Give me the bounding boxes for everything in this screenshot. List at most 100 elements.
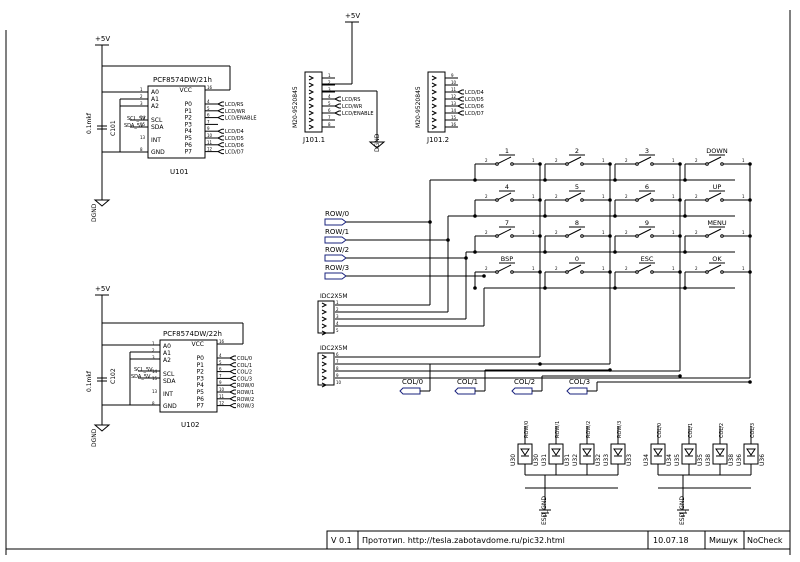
- key-switch-contact: [496, 192, 512, 201]
- u102-pinnum: 1: [152, 341, 155, 346]
- u101-pinnum: 12: [207, 147, 213, 152]
- j101-1-vcc-label: +5V: [345, 12, 360, 20]
- esd-net-label: COL/1: [688, 423, 694, 438]
- key-label: 9: [645, 219, 649, 227]
- esd-ref: U38: [728, 454, 735, 466]
- j1-pins-net-label: LCD/RS: [342, 97, 360, 103]
- esd-ref: U34: [643, 454, 650, 466]
- j2-pins-pinnum: 16: [451, 122, 457, 127]
- row-port: [324, 254, 347, 262]
- key-pin-num: 1: [742, 194, 745, 199]
- key-switch-contact: [496, 264, 512, 273]
- key-label: 0: [575, 255, 579, 263]
- u101-net-label: LCD/D5: [225, 136, 244, 142]
- col-port-label: COL/1: [457, 378, 478, 386]
- key-pin-num: 2: [625, 158, 628, 163]
- u101-pinnum: 13: [140, 135, 146, 140]
- esd-ref: U33: [626, 454, 633, 466]
- u102-pin-int: INT: [163, 391, 173, 398]
- j101-1-connector: +5V DGND M20-9520845 J101.1 1234LCD/RS5L…: [292, 12, 386, 152]
- u101-scl-net: SCL_5V: [127, 116, 146, 122]
- row-port: [324, 218, 347, 226]
- u102-net-label: ROW/2: [237, 397, 254, 403]
- u101-sda-net: SDA_5V: [124, 123, 144, 129]
- u101-pin-scl: SCL: [151, 117, 163, 124]
- u102-pinnum: 9: [219, 380, 222, 385]
- u102-net-label: COL/2: [237, 370, 252, 376]
- junction-dot: [473, 286, 477, 290]
- u101-pin-p2: P2: [185, 115, 193, 122]
- idc2-pinnum: 8: [336, 366, 339, 371]
- u102-scl-net: SCL_5V: [134, 367, 153, 373]
- j1-pins-pinnum: 1: [328, 73, 331, 78]
- junction-dot: [538, 362, 542, 366]
- key-switch-contact: [636, 228, 652, 237]
- key-switch-contact: [496, 228, 512, 237]
- u102-net-label: COL/0: [237, 356, 252, 362]
- u102-sda-net: SDA_5V: [131, 374, 151, 380]
- u101-pinnum: 11: [207, 140, 213, 145]
- key-switch-contact: [566, 264, 582, 273]
- key-pin-num: 1: [532, 230, 535, 235]
- key-pin-num: 2: [695, 194, 698, 199]
- u101-net-label: LCD/WR: [225, 109, 246, 115]
- u101-section: +5V 0.1mkf C101 DGND PCF8574DW/21h U101 …: [86, 35, 257, 222]
- j101-1-ref: J101.1: [302, 136, 325, 144]
- col-port-label: COL/3: [569, 378, 590, 386]
- esd-ref: U36: [759, 454, 766, 466]
- j1-pins-pinnum: 8: [328, 122, 331, 127]
- u101-net-label: LCD/D4: [225, 129, 244, 135]
- u101-net-label: LCD/ENABLE: [225, 116, 257, 122]
- key-pin-num: 2: [695, 230, 698, 235]
- u102-pinnum: 2: [152, 348, 155, 353]
- u101-pinnum: 3: [140, 101, 143, 106]
- key-switch-contact: [636, 156, 652, 165]
- key-label: 6: [645, 183, 649, 191]
- u102-pin-p5: P5: [197, 389, 205, 396]
- esd-diode-symbol: [582, 448, 592, 457]
- key-pin-num: 1: [602, 158, 605, 163]
- idc1-pinnum: 2: [336, 307, 339, 312]
- u102-section: +5V 0.1mkf C102 DGND PCF8574DW/22h U102 …: [86, 285, 254, 447]
- key-pin-num: 1: [742, 266, 745, 271]
- junction-dot: [678, 374, 682, 378]
- j1-pins-net-label: LCD/WR: [342, 104, 363, 110]
- u102-pin-p6: P6: [197, 396, 205, 403]
- j1-pins-pinnum: 2: [328, 80, 331, 85]
- u101-pinnum: 7: [207, 119, 210, 124]
- key-pin-num: 2: [555, 266, 558, 271]
- key-pin-num: 1: [672, 194, 675, 199]
- esd-net-label: ROW/1: [555, 421, 561, 438]
- u101-pinnum: 6: [207, 113, 210, 118]
- u101-pin-gnd: GND: [151, 149, 165, 156]
- j2-pins-pinnum: 12: [451, 94, 457, 99]
- key-label: UP: [713, 183, 722, 191]
- key-switch-contact: [706, 264, 722, 273]
- key-label: 3: [645, 147, 649, 155]
- key-switch-contact: [706, 192, 722, 201]
- u101-pinnum: 16: [207, 85, 213, 90]
- u101-pinnum: 4: [207, 99, 210, 104]
- j101-1-gnd-label: DGND: [374, 133, 381, 152]
- key-label: ESC: [641, 255, 654, 263]
- junction-dot: [482, 274, 486, 278]
- u101-ref: U101: [170, 168, 188, 176]
- u101-pin-p1: P1: [185, 108, 193, 115]
- u101-pin-p6: P6: [185, 142, 193, 149]
- j1-pins-net-label: LCD/ENABLE: [342, 111, 374, 117]
- esd-ref: U33: [603, 454, 610, 466]
- j2-pins-pinnum: 14: [451, 108, 457, 113]
- u101-pin-a1: A1: [151, 96, 159, 103]
- key-pin-num: 1: [672, 266, 675, 271]
- key-pin-num: 1: [672, 230, 675, 235]
- u102-pinnum: 6: [219, 367, 222, 372]
- key-pin-num: 2: [485, 266, 488, 271]
- esd-ref: U34: [666, 454, 673, 466]
- esd-right-gnd-label: ESD_GND: [679, 496, 686, 525]
- col-port-label: COL/2: [514, 378, 535, 386]
- key-switch-contact: [636, 192, 652, 201]
- u102-pin-p1: P1: [197, 362, 205, 369]
- u102-net-label: ROW/1: [237, 390, 254, 396]
- u102-pinnum: 7: [219, 373, 222, 378]
